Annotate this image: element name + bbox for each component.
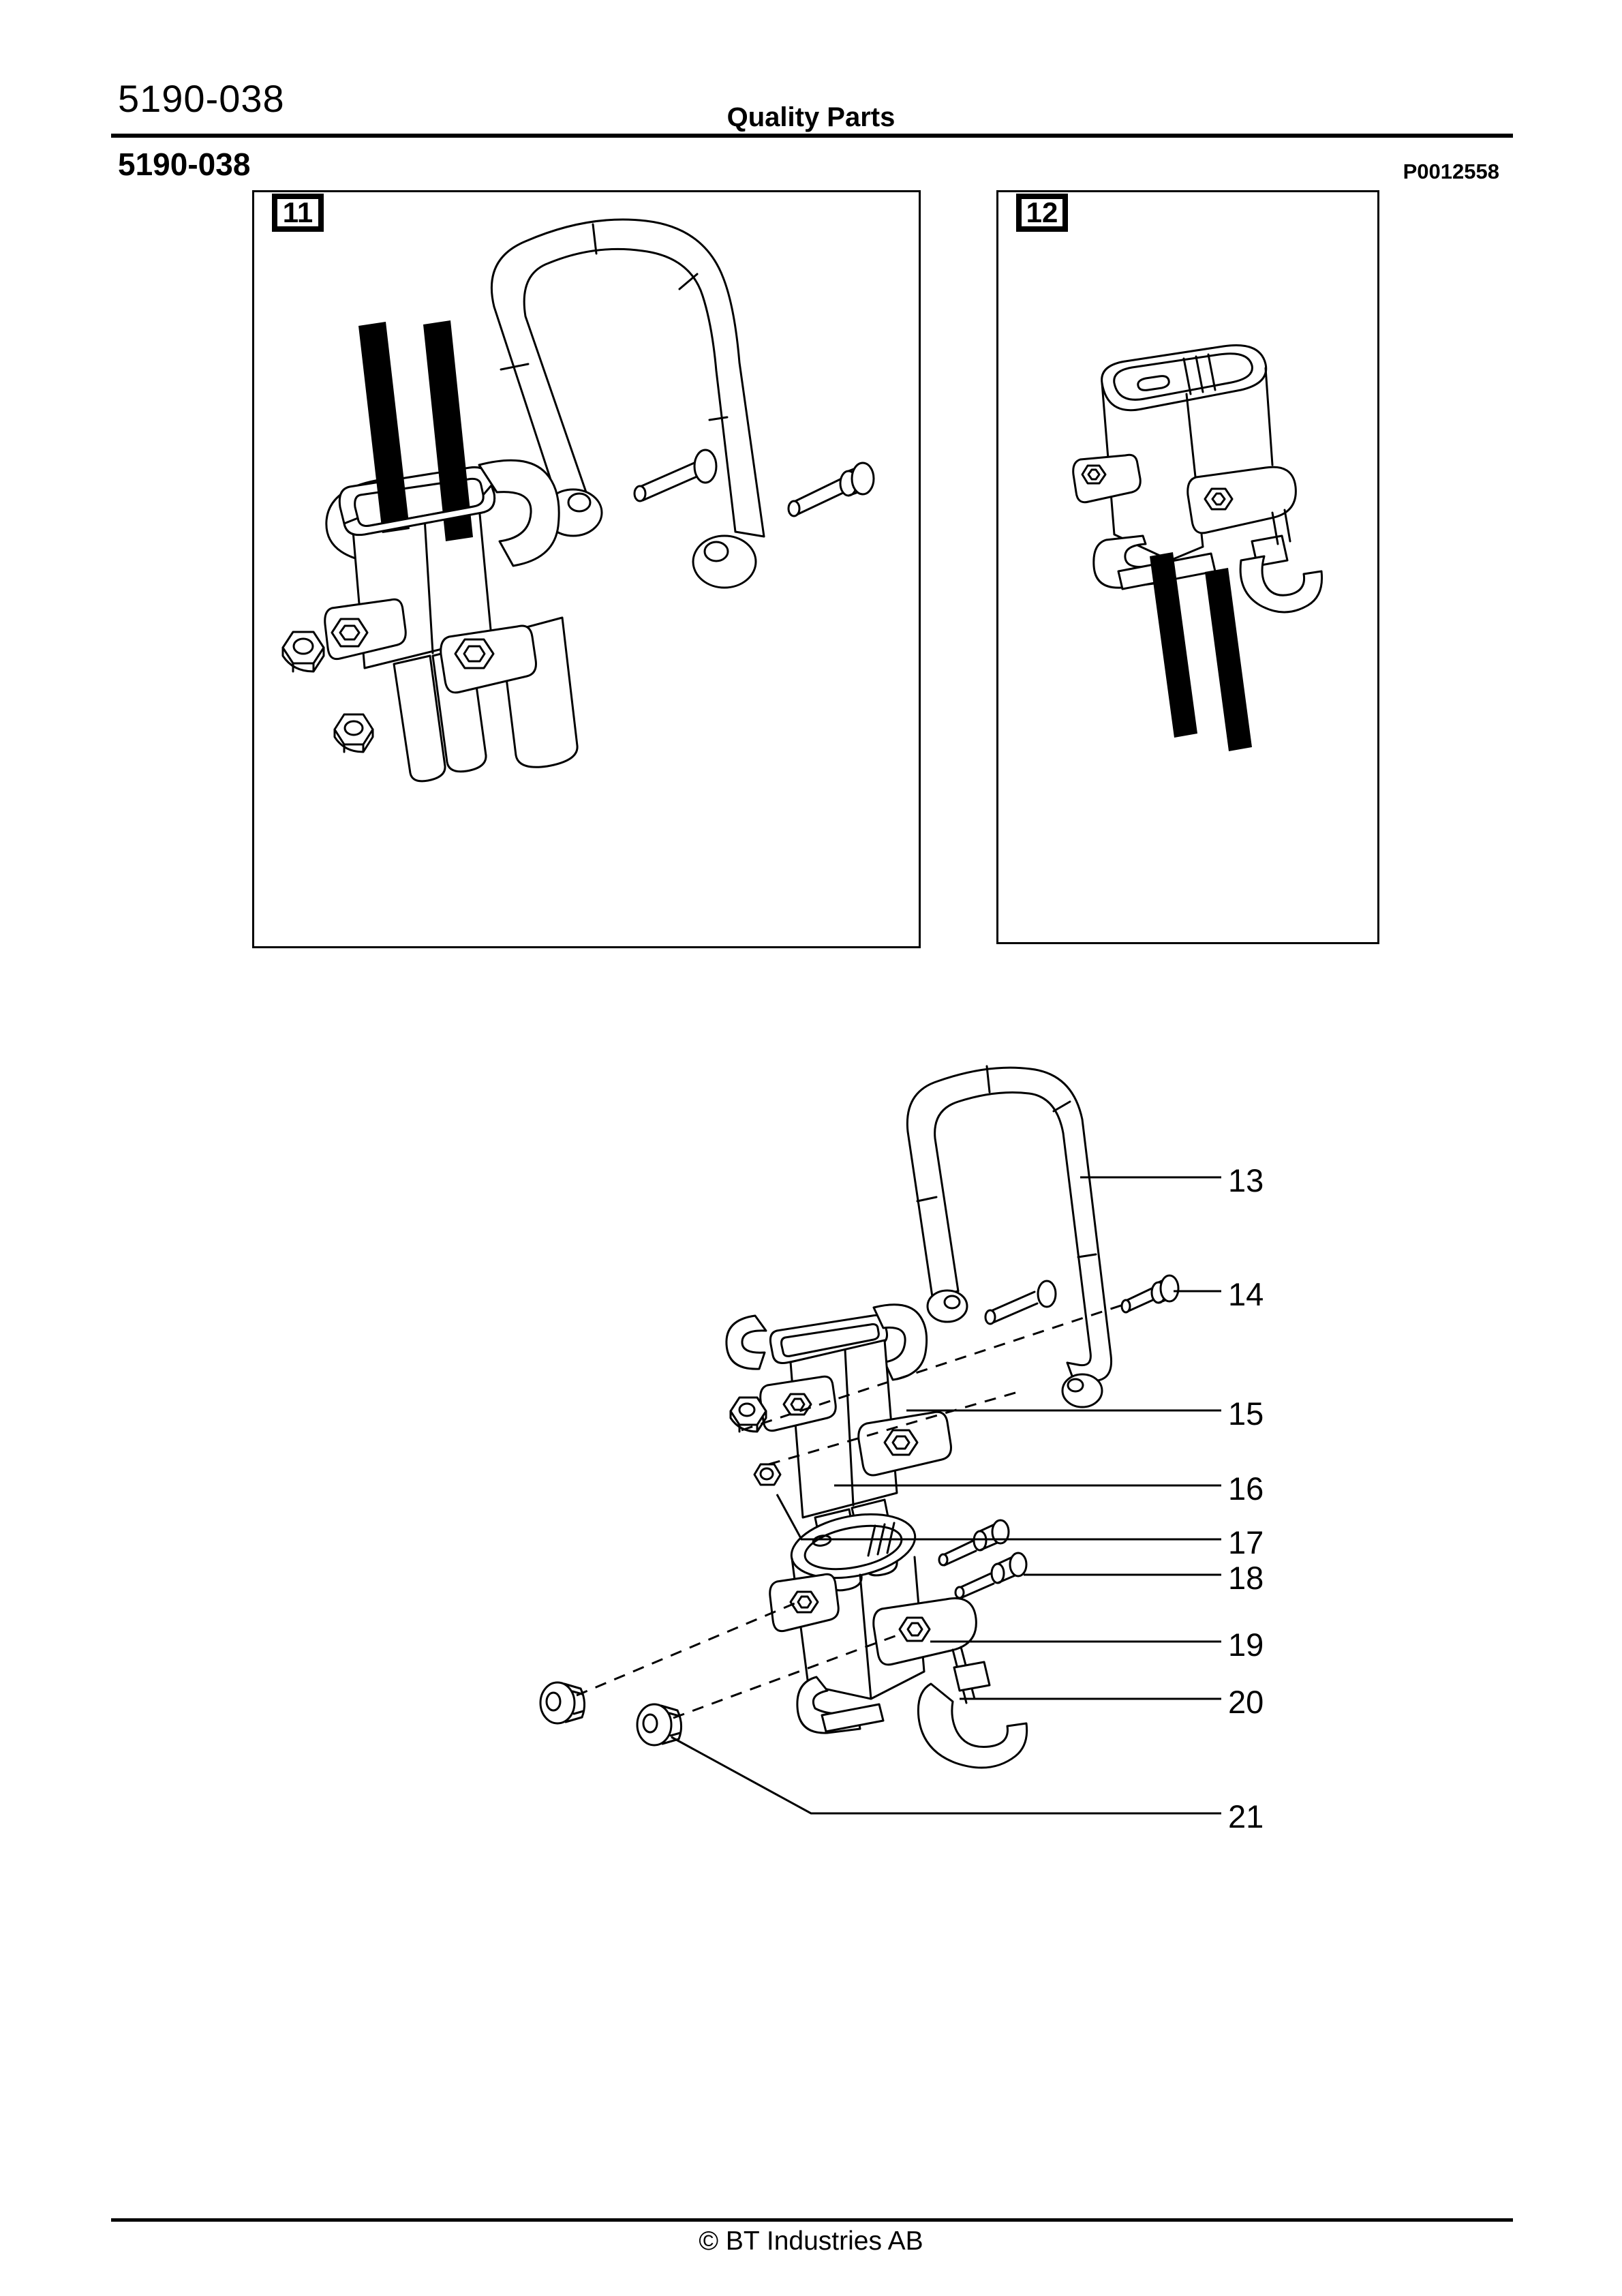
socket-screws-18-drawing <box>938 1519 1028 1599</box>
figure-label-11-text: 11 <box>282 196 313 228</box>
plug-screws-21-drawing <box>539 1681 682 1747</box>
bolt-14-drawing <box>1120 1274 1180 1314</box>
callout-14: 14 <box>1228 1276 1264 1312</box>
exploded-view-drawing <box>539 1065 1221 1815</box>
footer-copyright: © BT Industries AB <box>699 2226 923 2256</box>
handle-drawing <box>491 218 765 589</box>
section-number: 5190-038 <box>118 147 251 182</box>
clamp-body-top-drawing <box>1072 344 1323 614</box>
figure-label-12: 12 <box>1016 194 1068 232</box>
callout-leader-lines <box>671 1176 1221 1815</box>
hex-nuts-drawing <box>281 631 374 753</box>
fork-bars-drawing <box>358 320 473 541</box>
footer-rule <box>111 2218 1513 2222</box>
page-title: Quality Parts <box>726 102 896 132</box>
callout-20: 20 <box>1228 1684 1264 1720</box>
doc-number: 5190-038 <box>118 77 285 120</box>
axis-dashed-line-plug1 <box>576 1602 795 1697</box>
figure-label-12-text: 12 <box>1026 196 1058 228</box>
fork-bars-drawing <box>1150 552 1252 751</box>
figure-box-11: 11 <box>252 190 921 948</box>
figure-box-12: 12 <box>996 190 1379 944</box>
callout-18: 18 <box>1228 1560 1264 1596</box>
lower-clamp-19-drawing <box>769 1513 1028 1769</box>
callout-21: 21 <box>1228 1798 1264 1834</box>
figure-11-drawing <box>281 218 875 783</box>
callout-13: 13 <box>1228 1162 1264 1198</box>
figure-label-11: 11 <box>272 194 324 232</box>
callout-16: 16 <box>1228 1470 1264 1507</box>
drawing-code: P0012558 <box>1403 160 1499 183</box>
callout-19: 19 <box>1228 1627 1264 1663</box>
handle-13-drawing <box>906 1065 1113 1408</box>
axis-dashed-line-pin <box>768 1389 1023 1466</box>
callout-15: 15 <box>1228 1395 1264 1432</box>
mouth-rail-overlay <box>343 484 496 537</box>
figure-12-drawing <box>1072 344 1323 751</box>
pin-spacer-drawing <box>633 449 718 502</box>
callout-17: 17 <box>1228 1524 1264 1560</box>
bolt-drawing <box>787 462 875 517</box>
axis-dashed-line-upper <box>741 1303 1124 1432</box>
header-rule <box>111 134 1513 138</box>
pin-spacer-drawing <box>984 1280 1057 1325</box>
